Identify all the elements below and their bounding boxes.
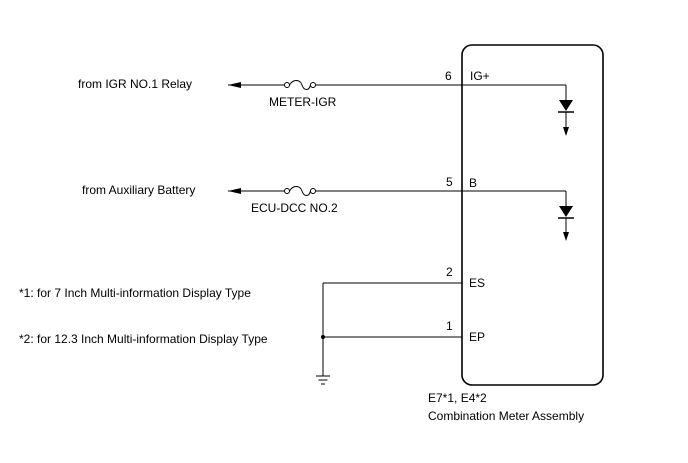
b-circuit [228, 186, 574, 241]
diode-icon [558, 100, 574, 113]
fuse-icon [284, 186, 316, 196]
component-name: Combination Meter Assembly [428, 409, 585, 423]
junction-dot [321, 335, 325, 339]
pin-name-es: ES [469, 276, 486, 290]
pin-name-ig: IG+ [470, 69, 490, 83]
ig-circuit [228, 80, 574, 136]
source-igr-relay: from IGR NO.1 Relay [78, 77, 193, 91]
note-1: *1: for 7 Inch Multi-information Display… [19, 286, 251, 300]
arrow-icon [563, 127, 569, 136]
source-aux-battery: from Auxiliary Battery [82, 183, 196, 197]
ground-icon [316, 375, 330, 385]
arrow-icon [563, 232, 569, 241]
note-2: *2: for 12.3 Inch Multi-information Disp… [19, 332, 268, 346]
meter-assembly-box [461, 44, 604, 386]
ground-circuit [316, 282, 462, 385]
fuse-icon [284, 80, 316, 90]
diode-icon [558, 206, 574, 219]
pin-name-ep: EP [469, 330, 486, 344]
pin-number-ig: 6 [445, 69, 452, 83]
pin-number-b: 5 [446, 175, 453, 189]
pin-number-ep: 1 [446, 319, 453, 333]
pin-name-b: B [469, 176, 478, 190]
fuse-label-ecu-dcc: ECU-DCC NO.2 [251, 201, 338, 215]
pin-number-es: 2 [446, 265, 453, 279]
connector-code: E7*1, E4*2 [428, 391, 487, 405]
fuse-label-meter-igr: METER-IGR [269, 95, 337, 109]
